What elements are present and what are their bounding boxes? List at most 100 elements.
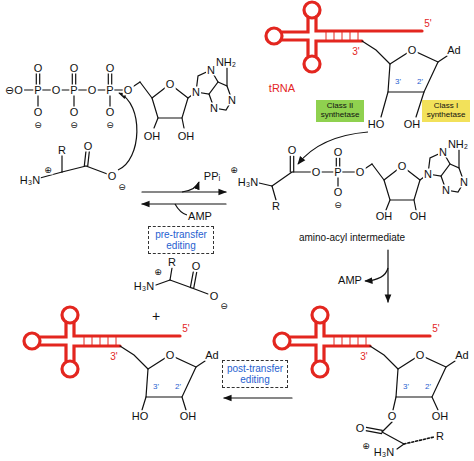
base-pair	[326, 32, 327, 40]
bond-line	[382, 432, 404, 444]
atom-label: H₃N	[19, 175, 41, 186]
electron-arrow	[118, 93, 137, 170]
double-bond	[366, 431, 382, 434]
base-pair	[366, 337, 367, 345]
bond-line	[170, 268, 172, 280]
linker-bond	[362, 41, 390, 64]
base-pair	[100, 337, 101, 345]
double-bond	[194, 272, 197, 288]
trna-strand	[282, 40, 308, 56]
atom-label: P	[333, 167, 342, 178]
box-text: post-transfer editing	[226, 363, 284, 385]
charge-sign: ⊕	[153, 268, 163, 277]
trna-loop	[312, 307, 328, 323]
atom-label: N	[227, 95, 237, 106]
base-pair	[342, 337, 343, 345]
atom-label: N	[209, 103, 219, 114]
atom-label: O	[333, 187, 344, 198]
ring-position-label: 2'	[174, 383, 182, 391]
trna-strand	[290, 345, 316, 361]
strand-end-label: 5'	[181, 324, 190, 334]
box-text: Class I synthetase	[425, 102, 467, 120]
bond-line	[458, 150, 459, 168]
trna-loop	[304, 2, 320, 18]
bond-line	[372, 164, 384, 180]
atom-label: Ad	[454, 350, 469, 361]
linker-bond	[120, 346, 148, 369]
trna-label: tRNA	[268, 83, 296, 94]
double-bond	[290, 156, 291, 172]
atom-label: OH	[179, 411, 198, 422]
reaction-arrow	[224, 397, 292, 398]
synthetase-box: Class I synthetase	[422, 100, 470, 122]
atom-label: OH	[409, 211, 428, 222]
release-arrow	[175, 204, 187, 215]
charge-sign: ⊕	[229, 166, 239, 175]
atom-label: O	[105, 107, 116, 118]
bond-line	[142, 397, 146, 410]
trna-loop	[62, 361, 78, 377]
trna-strand	[290, 322, 316, 337]
editing-box: pre-transfer editing	[148, 226, 214, 254]
bond-line	[192, 288, 208, 294]
base-pair	[358, 337, 359, 345]
trna-strand	[74, 346, 120, 361]
base-pair	[342, 32, 343, 40]
atom-label: OH	[375, 211, 394, 222]
base-pair	[350, 32, 351, 40]
atom-label: P	[69, 85, 78, 96]
atom-label: NH₂	[447, 139, 469, 150]
atom-label: O	[209, 291, 220, 302]
atom-label: Ad	[204, 350, 219, 361]
trna-strand	[324, 322, 430, 336]
strand-end-label: 3'	[109, 352, 118, 362]
electron-arrow	[298, 132, 368, 164]
bond-line	[226, 68, 227, 86]
bond-line	[393, 397, 396, 410]
double-bond	[366, 427, 382, 430]
trna-loop	[304, 56, 320, 72]
base-bond	[446, 361, 455, 367]
trna-strand	[40, 322, 66, 337]
editing-box: post-transfer editing	[222, 360, 288, 388]
atom-label: O	[87, 85, 98, 96]
release-arrow	[182, 182, 199, 192]
atom-label: R	[57, 145, 67, 156]
atom-label: O	[33, 107, 44, 118]
trna-loop	[312, 361, 328, 377]
charge-sign: ⊕	[43, 166, 53, 175]
charge-sign: ⊖	[333, 201, 343, 210]
double-bond	[293, 156, 294, 172]
atom-label: O	[165, 79, 176, 90]
charge-sign: ⊖	[69, 121, 79, 130]
bond-line	[414, 200, 416, 210]
atom-label: O	[415, 350, 426, 361]
atom-label: N	[441, 185, 451, 196]
base-bond	[196, 361, 205, 367]
atom-label: H₃N	[237, 177, 259, 188]
atom-label: O	[69, 107, 80, 118]
bond-line	[259, 183, 272, 186]
bond-line	[272, 172, 292, 186]
base-pair	[350, 337, 351, 345]
bond-line	[156, 280, 170, 285]
base-pair	[358, 32, 359, 40]
atom-label: O	[355, 167, 366, 178]
atom-label: O	[51, 85, 62, 96]
trna-strand	[282, 17, 308, 32]
atom-label: HO	[131, 411, 150, 422]
ribose-ring	[388, 50, 438, 92]
atom-label: O	[105, 63, 116, 74]
linker-bond	[370, 346, 398, 369]
strand-end-label: 5'	[423, 19, 432, 29]
ring-position-label: 2'	[424, 383, 432, 391]
trna-loop	[62, 307, 78, 323]
ribose-ring	[146, 355, 196, 397]
plus-sign: +	[151, 309, 161, 323]
strand-end-label: 3'	[351, 47, 360, 57]
atom-label: R	[435, 431, 445, 442]
atom-label: P	[105, 85, 114, 96]
atom-label: O	[123, 85, 134, 96]
base-pair	[116, 337, 117, 345]
base-pair	[334, 32, 335, 40]
